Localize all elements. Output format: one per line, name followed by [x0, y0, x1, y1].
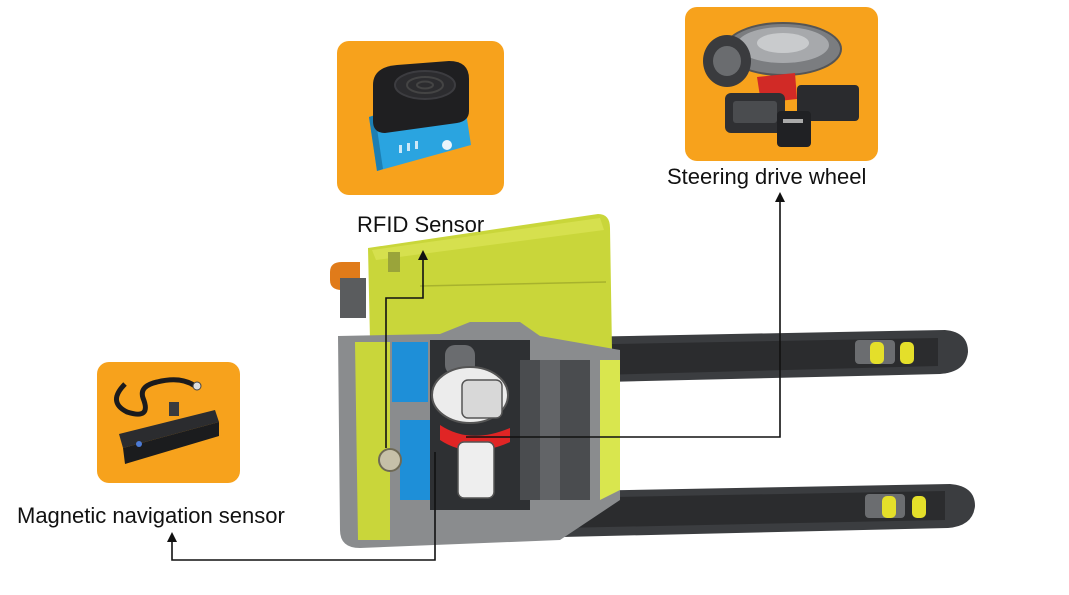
- rfid-leader-line: [385, 258, 424, 448]
- truck-chassis: [338, 322, 620, 548]
- rfid-sensor-card: [337, 41, 504, 195]
- fork-upper: [520, 330, 968, 384]
- steering-leader-line: [466, 200, 781, 438]
- magnetic-sensor-bar-icon: [114, 377, 219, 464]
- rfid-reader-device-icon: [369, 61, 471, 171]
- rfid-sensor-label: RFID Sensor: [357, 212, 485, 237]
- steering-arrow-icon: [775, 192, 785, 202]
- truck-hood: [330, 214, 612, 352]
- steering-drive-wheel-icon: [703, 22, 859, 147]
- arrowheads: [167, 192, 785, 542]
- magnetic-arrow-icon: [167, 532, 177, 542]
- rfid-arrow-icon: [418, 250, 428, 260]
- magnetic-sensor-card: [97, 362, 240, 483]
- magnetic-leader-line: [171, 452, 436, 561]
- steering-drive-wheel-card: [685, 7, 878, 161]
- steering-drive-wheel-label: Steering drive wheel: [667, 164, 867, 189]
- fork-lower: [520, 484, 975, 538]
- magnetic-navigation-sensor-label: Magnetic navigation sensor: [17, 503, 285, 528]
- leader-lines: [171, 200, 781, 561]
